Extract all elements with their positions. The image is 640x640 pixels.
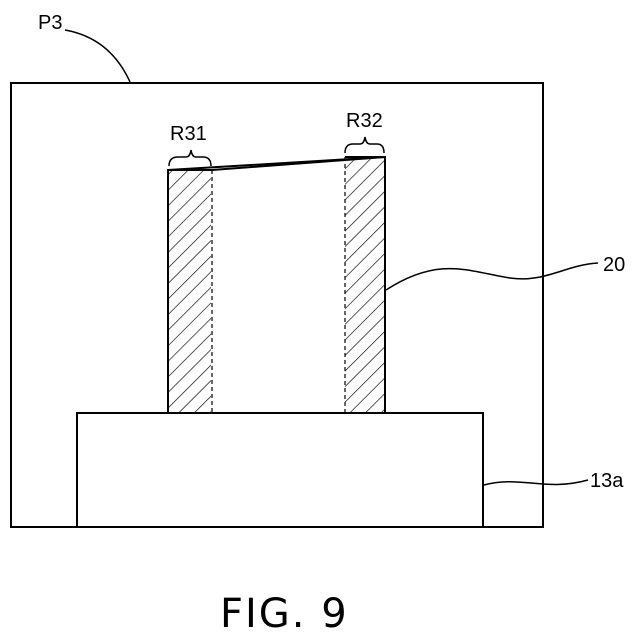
leader-13a — [484, 480, 588, 485]
label-20: 20 — [603, 254, 625, 276]
label-13a: 13a — [590, 470, 624, 492]
base-13a — [77, 413, 483, 527]
label-r31: R31 — [170, 123, 207, 145]
region-r32 — [345, 157, 384, 413]
figure-caption: FIG. 9 — [220, 591, 349, 637]
leader-20 — [386, 263, 598, 290]
brace-r32 — [345, 137, 384, 153]
brace-r31 — [169, 150, 211, 166]
region-r31 — [169, 170, 211, 413]
leader-p3 — [65, 30, 130, 82]
label-r32: R32 — [346, 110, 383, 132]
label-p3: P3 — [38, 12, 62, 34]
